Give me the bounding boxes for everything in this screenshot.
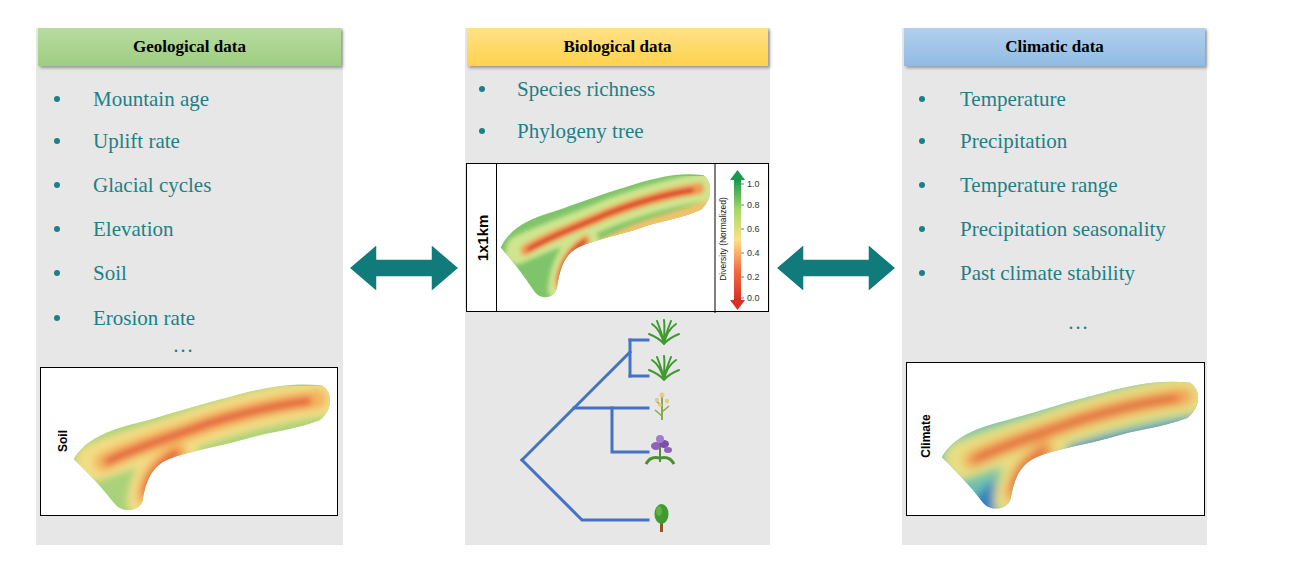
map-box: Soil (40, 367, 338, 516)
panel-title: Geological data (133, 37, 246, 57)
scale-box: 1x1km (466, 163, 497, 312)
bullet-item: Temperature (960, 87, 1066, 112)
map-box: Diversity (Normalized) 1.0 0.8 0.6 0.4 0.2 0.0 (496, 163, 769, 312)
double-arrow (349, 244, 459, 292)
bullet-item: Elevation (93, 217, 173, 242)
bullet-item: Glacial cycles (93, 173, 211, 198)
bullet-item: Erosion rate (93, 306, 195, 331)
map-box: Climate (906, 362, 1205, 516)
bullet-item: Precipitation (960, 129, 1067, 154)
tick-label: 0.4 (747, 248, 760, 258)
map-label: Climate (919, 414, 933, 457)
data-panel: Biological data 1x1km (465, 28, 770, 545)
scale-label: 1x1km (474, 215, 491, 262)
soil-map (41, 368, 337, 515)
data-panel: Climatic data Climate TemperaturePrecipit… (902, 28, 1207, 545)
tick-label: 0.6 (747, 224, 760, 234)
ellipsis: … (1068, 310, 1089, 335)
ellipsis: … (173, 333, 194, 358)
colorbar-title: Diversity (Normalized) (718, 197, 728, 281)
panel-title: Climatic data (1005, 37, 1104, 57)
tick-label: 1.0 (747, 179, 760, 189)
climate-map (907, 363, 1204, 515)
bullet-item: Precipitation seasonality (960, 217, 1166, 242)
double-arrow (776, 244, 896, 292)
panel-header: Biological data (467, 28, 768, 66)
bullet-item: Mountain age (93, 87, 209, 112)
tick-label: 0.0 (747, 293, 760, 303)
panel-header: Climatic data (904, 28, 1205, 66)
bullet-item: Soil (93, 261, 127, 286)
data-panel: Geological data Soil Mountain ageUplift r… (36, 28, 343, 545)
tick-label: 0.8 (747, 200, 760, 210)
panel-title: Biological data (563, 37, 671, 57)
bullet-item: Past climate stability (960, 261, 1135, 286)
tick-label: 0.2 (747, 272, 760, 282)
bullet-item: Temperature range (960, 173, 1118, 198)
bullet-item: Uplift rate (93, 129, 180, 154)
bullet-item: Species richness (517, 77, 655, 102)
map-label: Soil (56, 430, 70, 452)
bullet-item: Phylogeny tree (517, 119, 644, 144)
panel-header: Geological data (38, 28, 341, 66)
